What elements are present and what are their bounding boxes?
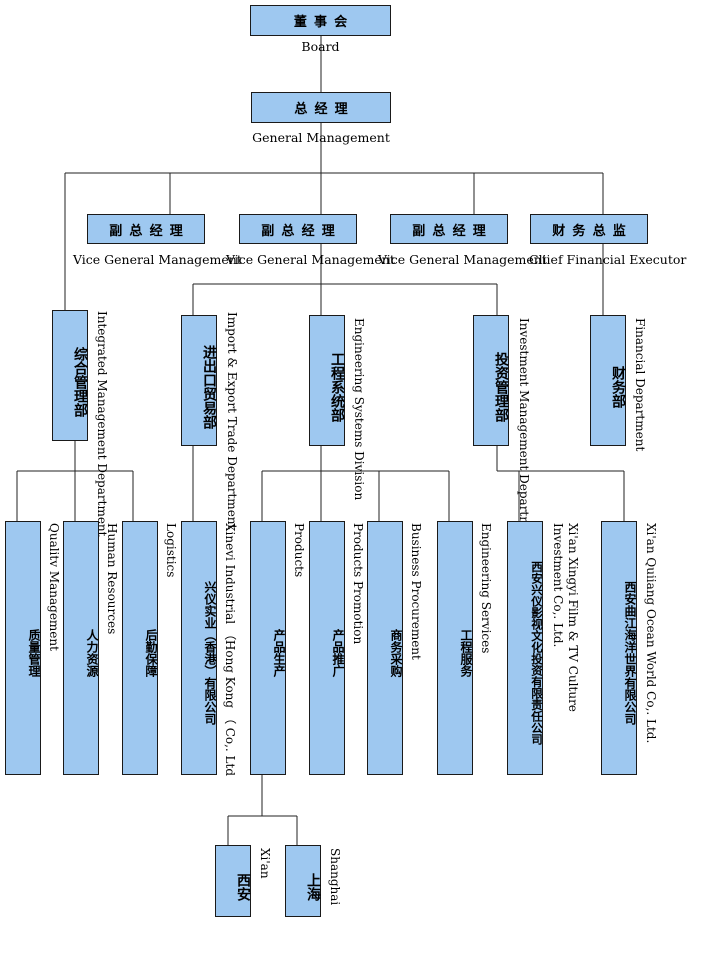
unit-promotion-box: 产品推广 xyxy=(309,521,345,775)
unit-quality-title: 质量管理 xyxy=(27,629,41,677)
unit-film-title: 西安兴仪影视文化投资有限责任公司 xyxy=(530,561,544,745)
cfo-title: 财务总监 xyxy=(552,223,633,239)
vice-gm-3-label: Vice General Management xyxy=(378,252,547,267)
gm-title: 总经理 xyxy=(294,102,355,117)
unit-film-box: 西安兴仪影视文化投资有限责任公司 xyxy=(507,521,544,775)
unit-engineering-services-label: Engineering Services xyxy=(479,523,493,654)
unit-hk-label: Xinevi Industrial （Hong Kong （ Co,. Ltd xyxy=(223,523,237,777)
dept-trade-label: Import & Export Trade Department xyxy=(225,312,239,530)
unit-hr-label: Human Resources xyxy=(105,523,119,635)
unit-procurement-label: Business Procurement xyxy=(409,523,423,660)
dept-investment-box: 投资管理部 xyxy=(473,315,509,446)
site-xian-box: 西安 xyxy=(215,845,251,917)
unit-production-label: Products xyxy=(292,523,306,578)
unit-hk-title: 兴仪实业（香港）有限公司 xyxy=(203,581,217,725)
unit-hk-box: 兴仪实业（香港）有限公司 xyxy=(181,521,217,775)
dept-investment-label: Investment Management Department xyxy=(517,318,531,548)
vice-gm-3-title: 副总经理 xyxy=(412,223,493,239)
dept-integrated-box: 综合管理部 xyxy=(52,310,88,441)
unit-quality-label: Qualitv Management xyxy=(47,523,61,651)
gm-box: 总经理 xyxy=(251,92,391,123)
cfo-box: 财务总监 xyxy=(530,214,648,244)
dept-engineering-title: 工程系统部 xyxy=(329,351,345,422)
gm-label: General Management xyxy=(252,130,390,145)
site-xian-title: 西安 xyxy=(235,873,251,901)
dept-finance-box: 财务部 xyxy=(590,315,626,446)
unit-procurement-box: 商务采购 xyxy=(367,521,403,775)
site-shanghai-title: 上海 xyxy=(305,873,321,901)
unit-quality-box: 质量管理 xyxy=(5,521,41,775)
unit-logistics-label: Logistics xyxy=(164,523,178,578)
board-label: Board xyxy=(301,39,340,54)
board-box: 董事会 xyxy=(250,5,391,36)
vice-gm-2-label: Vice General Management xyxy=(226,252,395,267)
unit-ocean-title: 西安曲江海洋世界有限公司 xyxy=(623,581,637,725)
board-title: 董事会 xyxy=(293,15,355,30)
dept-finance-title: 财务部 xyxy=(610,365,626,408)
unit-ocean-box: 西安曲江海洋世界有限公司 xyxy=(601,521,637,775)
dept-trade-box: 进出口贸易部 xyxy=(181,315,217,446)
dept-investment-title: 投资管理部 xyxy=(493,351,509,422)
unit-film-label: Xi'an Xingyi Film & TV Culture Investmen… xyxy=(551,523,580,712)
unit-hr-box: 人力资源 xyxy=(63,521,99,775)
unit-engineering-services-title: 工程服务 xyxy=(459,629,473,677)
unit-ocean-label: Xi'an Quiiang Ocean World Co,. Ltd. xyxy=(644,523,658,744)
vice-gm-2-box: 副总经理 xyxy=(239,214,357,244)
site-shanghai-box: 上海 xyxy=(285,845,321,917)
dept-finance-label: Financial Department xyxy=(633,318,647,452)
vice-gm-2-title: 副总经理 xyxy=(261,223,342,239)
dept-integrated-title: 综合管理部 xyxy=(72,346,88,417)
dept-engineering-box: 工程系统部 xyxy=(309,315,345,446)
dept-trade-title: 进出口贸易部 xyxy=(201,344,217,429)
vice-gm-3-box: 副总经理 xyxy=(390,214,508,244)
unit-hr-title: 人力资源 xyxy=(85,629,99,677)
dept-engineering-label: Engineering Systems Division xyxy=(352,318,366,501)
dept-integrated-label: Integrated Management Department xyxy=(95,311,109,537)
vice-gm-1-label: Vice General Management xyxy=(73,252,242,267)
unit-promotion-label: Products Promotion xyxy=(351,523,365,645)
vice-gm-1-box: 副总经理 xyxy=(87,214,205,244)
cfo-label: Cliief Financial Executor xyxy=(529,252,687,267)
unit-logistics-title: 后勤保障 xyxy=(144,629,158,677)
unit-production-title: 产品生产 xyxy=(272,629,286,677)
vice-gm-1-title: 副总经理 xyxy=(109,223,190,239)
unit-production-box: 产品生产 xyxy=(250,521,286,775)
site-xian-label: Xi'an xyxy=(258,848,272,879)
site-shanghai-label: Shanghai xyxy=(328,848,342,906)
unit-logistics-box: 后勤保障 xyxy=(122,521,158,775)
unit-engineering-services-box: 工程服务 xyxy=(437,521,473,775)
unit-promotion-title: 产品推广 xyxy=(331,629,345,677)
unit-procurement-title: 商务采购 xyxy=(389,629,403,677)
